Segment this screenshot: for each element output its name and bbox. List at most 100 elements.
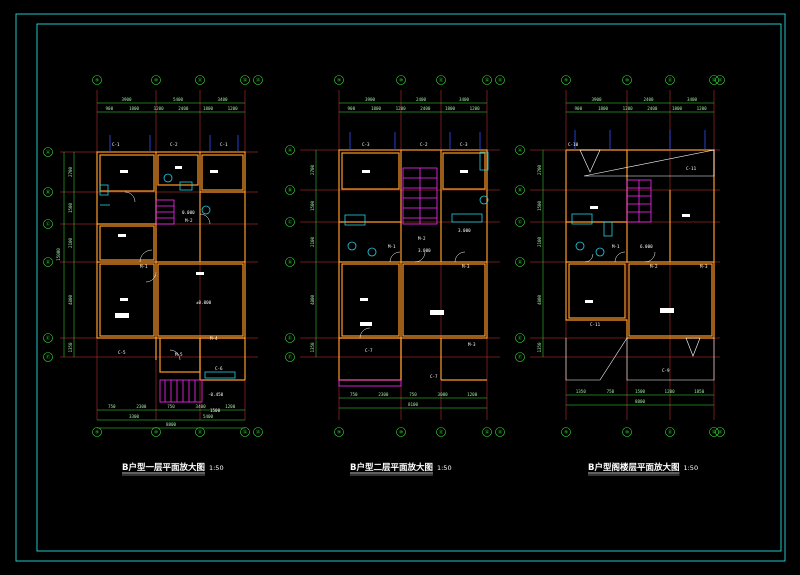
dimension-top-detail: 1200 xyxy=(228,106,239,111)
element-tag: 1500 xyxy=(210,408,221,413)
axis-bubble-bottom xyxy=(436,427,446,437)
dimension-left-total: 15000 xyxy=(56,248,61,261)
axis-label-top: ⑩ xyxy=(625,78,630,84)
dimension-lines xyxy=(542,102,714,406)
axis-bubble-left xyxy=(43,257,53,267)
dimension-bottom-detail: 3000 xyxy=(438,392,449,397)
axis-label-top: ⑩ xyxy=(399,78,404,84)
axis-label-top: ⑪ xyxy=(439,77,444,84)
axis-bubble-top xyxy=(253,75,263,85)
dimension-left: 2100 xyxy=(537,236,542,247)
dimension-top-total: 3900 xyxy=(121,97,132,102)
dimension-top-total: 3400 xyxy=(217,97,228,102)
axis-bubble-top xyxy=(151,75,161,85)
dimension-left: 2700 xyxy=(537,164,542,175)
dimension-top-total: 3900 xyxy=(591,97,602,102)
dimension-bottom-detail: 750 xyxy=(607,389,615,394)
dimension-left: 1500 xyxy=(537,200,542,211)
dimension-top-detail: 900 xyxy=(575,106,583,111)
door-swings xyxy=(359,251,466,339)
dimension-bottom-detail: 1200 xyxy=(665,389,676,394)
axis-bubble-left xyxy=(515,217,525,227)
beam-lines xyxy=(109,135,239,152)
axis-label-top: ⑬ xyxy=(718,77,723,84)
axis-bubble-bottom xyxy=(195,427,205,437)
dimension-bottom-detail: 2300 xyxy=(136,404,147,409)
axis-label-left: Ⓕ xyxy=(46,354,51,361)
dimension-top-detail: 900 xyxy=(106,106,114,111)
axis-bubble-left xyxy=(515,185,525,195)
axis-label-left: Ⓑ xyxy=(518,187,523,194)
floor-plan-ground-floor xyxy=(60,90,258,429)
dimension-top-detail: 1200 xyxy=(697,106,708,111)
roof-slope-lines xyxy=(565,149,715,381)
axis-label-bottom: ⑨ xyxy=(564,430,569,436)
dimension-top-detail: 2400 xyxy=(178,106,189,111)
dimension-left: 1350 xyxy=(310,342,315,353)
element-tag: 3.000 xyxy=(418,248,431,253)
axis-bubble-top xyxy=(715,75,725,85)
axis-label-left: Ⓓ xyxy=(288,259,293,266)
axis-bubble-left xyxy=(43,147,53,157)
axis-bubble-left xyxy=(515,145,525,155)
axis-label-bottom: ⑪ xyxy=(198,429,203,436)
axis-label-bottom: ⑬ xyxy=(256,429,261,436)
room-label-boxes xyxy=(360,170,468,326)
axis-bubble-left xyxy=(43,352,53,362)
element-tag: M-1 xyxy=(388,244,396,249)
axis-label-bottom: ⑩ xyxy=(625,430,630,436)
dimension-left: 1350 xyxy=(537,342,542,353)
dimension-left: 4800 xyxy=(537,294,542,305)
element-tag: M-5 xyxy=(175,352,183,357)
axis-label-bottom: ⑬ xyxy=(498,429,503,436)
axis-label-left: Ⓐ xyxy=(518,147,523,154)
axis-bubble-left xyxy=(43,187,53,197)
axis-bubble-left xyxy=(43,333,53,343)
axis-label-top: ⑪ xyxy=(198,77,203,84)
dimension-top-detail: 1800 xyxy=(371,106,382,111)
axis-label-bottom: ⑫ xyxy=(485,429,490,436)
floor-plan-second-floor xyxy=(300,90,500,420)
door-swings xyxy=(124,191,211,361)
dimension-left: 2700 xyxy=(310,164,315,175)
dimension-bottom-detail: 750 xyxy=(409,392,417,397)
axis-label-bottom: ⑬ xyxy=(718,429,723,436)
plan-title: B户型阁楼层平面放大图 xyxy=(588,462,679,473)
dimension-bottom-detail: 750 xyxy=(350,392,358,397)
axis-label-bottom: ⑫ xyxy=(243,429,248,436)
axis-label-top: ⑩ xyxy=(154,78,159,84)
axis-label-left: Ⓐ xyxy=(46,149,51,156)
axis-bubble-top xyxy=(334,75,344,85)
axis-label-bottom: ⑩ xyxy=(399,430,404,436)
element-tag: 3.000 xyxy=(458,228,471,233)
axis-bubble-bottom xyxy=(151,427,161,437)
axis-bubble-top xyxy=(195,75,205,85)
dimension-bottom-detail: 1500 xyxy=(635,389,646,394)
plan-title: B户型二层平面放大图 xyxy=(350,462,433,473)
axis-bubble-bottom xyxy=(396,427,406,437)
axis-bubble-top xyxy=(240,75,250,85)
axis-label-left: Ⓒ xyxy=(288,219,293,226)
element-tag: C-1 xyxy=(220,142,228,147)
element-tag: M-2 xyxy=(185,218,193,223)
axis-label-top: ⑬ xyxy=(498,77,503,84)
door-swings xyxy=(584,251,656,263)
axis-label-left: Ⓒ xyxy=(46,221,51,228)
axis-bubble-top xyxy=(482,75,492,85)
axis-bubble-left xyxy=(285,145,295,155)
axis-label-top: ⑫ xyxy=(485,77,490,84)
axis-bubble-top xyxy=(396,75,406,85)
element-tag: C-1 xyxy=(112,142,120,147)
dimension-bottom-detail: 1350 xyxy=(576,389,587,394)
beam-lines xyxy=(574,130,706,150)
element-tag: C-7 xyxy=(430,374,438,379)
axis-label-bottom: ⑨ xyxy=(337,430,342,436)
axis-label-bottom: ⑩ xyxy=(154,430,159,436)
stair xyxy=(626,179,652,223)
axis-bubble-bottom xyxy=(622,427,632,437)
plan-scale: 1:50 xyxy=(437,464,452,472)
dimension-lines xyxy=(63,102,245,429)
axis-bubble-bottom xyxy=(92,427,102,437)
